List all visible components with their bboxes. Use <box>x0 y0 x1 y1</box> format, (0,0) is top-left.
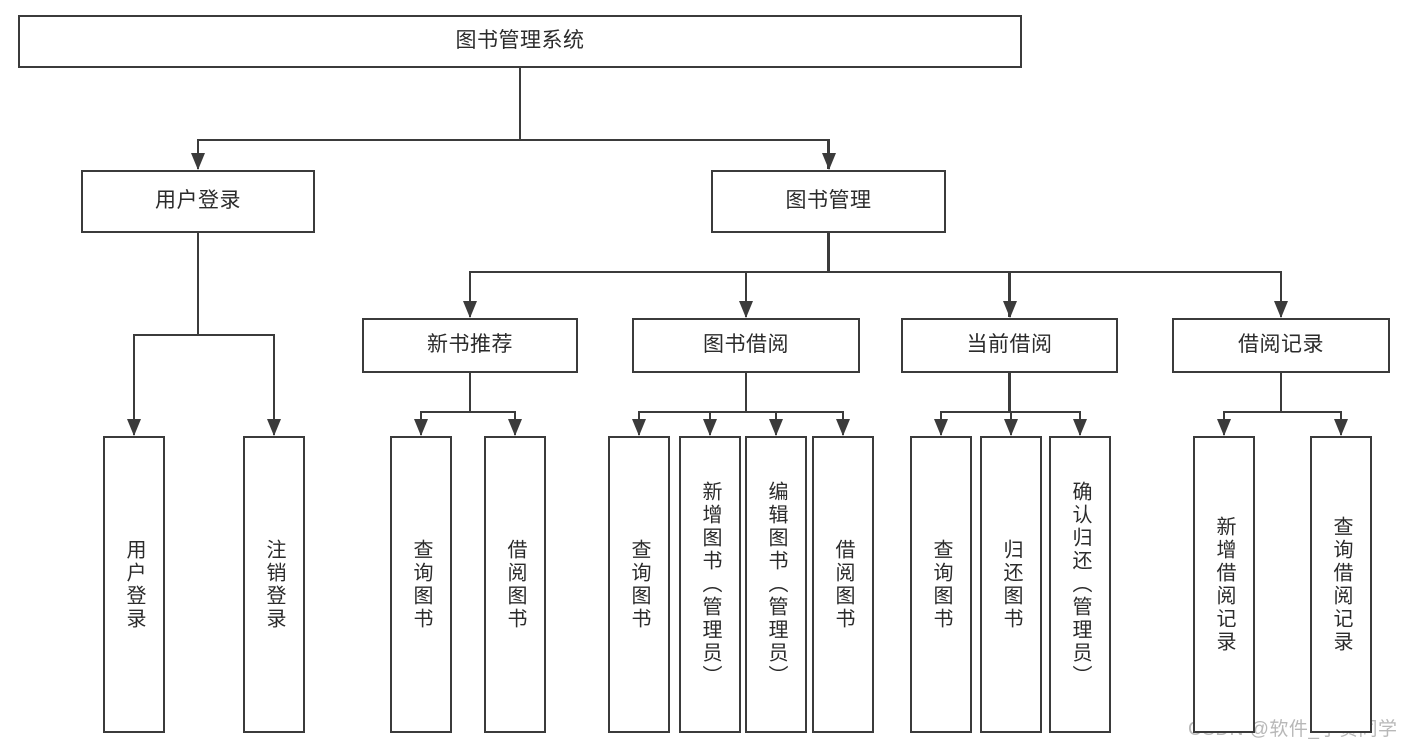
arrow-head-icon <box>508 419 522 436</box>
connector-line-vertical <box>518 68 522 140</box>
leaf-node-1[interactable]: 注销登录 <box>243 436 305 733</box>
level3-node-1[interactable]: 图书借阅 <box>632 318 860 373</box>
leaf-node-1-label: 注销登录 <box>263 538 285 631</box>
leaf-node-2-label: 查询图书 <box>410 538 432 631</box>
leaf-node-9[interactable]: 归还图书 <box>980 436 1042 733</box>
leaf-node-7[interactable]: 借阅图书 <box>812 436 874 733</box>
connector-line-vertical <box>1008 373 1011 412</box>
leaf-node-3[interactable]: 借阅图书 <box>484 436 546 733</box>
leaf-node-0-label: 用户登录 <box>123 538 145 631</box>
arrow-head-icon <box>1002 301 1017 318</box>
leaf-node-7-label: 借阅图书 <box>832 538 854 631</box>
level3-node-3-label: 借阅记录 <box>1238 333 1324 357</box>
root-node-book-management-system[interactable]: 图书管理系统 <box>18 15 1022 68</box>
connector-line-horizontal <box>196 138 830 142</box>
leaf-node-8-label: 查询图书 <box>930 538 952 631</box>
leaf-node-5[interactable]: 新增图书（管理员） <box>679 436 741 733</box>
arrow-head-icon <box>414 419 428 436</box>
level2-node-0-label: 用户登录 <box>155 189 241 213</box>
arrow-head-icon <box>934 419 948 436</box>
level3-node-0[interactable]: 新书推荐 <box>362 318 578 373</box>
connector-line-vertical <box>132 335 136 435</box>
level3-node-0-label: 新书推荐 <box>427 333 513 357</box>
root-node-book-management-system-label: 图书管理系统 <box>455 29 585 53</box>
leaf-node-4-label: 查询图书 <box>628 538 650 631</box>
level3-node-2[interactable]: 当前借阅 <box>901 318 1118 373</box>
leaf-node-5-label: 新增图书（管理员） <box>699 481 721 688</box>
connector-line-horizontal <box>132 333 276 337</box>
level2-node-1[interactable]: 图书管理 <box>711 170 946 233</box>
arrow-head-icon <box>267 419 281 436</box>
arrow-head-icon <box>1274 301 1288 318</box>
leaf-node-12[interactable]: 查询借阅记录 <box>1310 436 1372 733</box>
level3-node-2-label: 当前借阅 <box>966 333 1053 357</box>
leaf-node-10-label: 确认归还（管理员） <box>1069 481 1091 688</box>
leaf-node-0[interactable]: 用户登录 <box>103 436 165 733</box>
connector-line-vertical <box>1279 272 1283 317</box>
leaf-node-10[interactable]: 确认归还（管理员） <box>1049 436 1111 733</box>
arrow-head-icon <box>191 153 205 170</box>
connector-line-horizontal <box>468 270 1283 274</box>
connector-line-horizontal <box>419 410 517 414</box>
connector-line-horizontal <box>1222 410 1343 414</box>
connector-line-vertical <box>827 233 830 272</box>
leaf-node-6-label: 编辑图书（管理员） <box>765 481 787 688</box>
arrow-head-icon <box>769 419 783 436</box>
connector-line-vertical <box>744 272 748 317</box>
leaf-node-3-label: 借阅图书 <box>504 538 526 631</box>
connector-line-vertical <box>196 233 200 335</box>
connector-line-vertical <box>1279 373 1283 412</box>
leaf-node-11-label: 新增借阅记录 <box>1213 515 1235 654</box>
leaf-node-12-label: 查询借阅记录 <box>1330 515 1352 654</box>
level2-node-1-label: 图书管理 <box>785 189 872 213</box>
level3-node-1-label: 图书借阅 <box>703 333 789 357</box>
arrow-head-icon <box>836 419 850 436</box>
arrow-head-icon <box>1073 419 1087 436</box>
arrow-head-icon <box>1004 419 1018 436</box>
level3-node-3[interactable]: 借阅记录 <box>1172 318 1390 373</box>
connector-line-vertical <box>1008 272 1011 317</box>
connector-line-vertical <box>272 335 276 435</box>
leaf-node-9-label: 归还图书 <box>1000 538 1022 631</box>
connector-line-vertical <box>468 373 472 412</box>
connector-line-vertical <box>468 272 472 317</box>
leaf-node-4[interactable]: 查询图书 <box>608 436 670 733</box>
connector-line-vertical <box>744 373 748 412</box>
arrow-head-icon <box>739 301 753 318</box>
arrow-head-icon <box>463 301 477 318</box>
arrow-head-icon <box>632 419 646 436</box>
connector-line-horizontal <box>637 410 845 414</box>
level2-node-0[interactable]: 用户登录 <box>81 170 315 233</box>
arrow-head-icon <box>821 153 836 170</box>
leaf-node-6[interactable]: 编辑图书（管理员） <box>745 436 807 733</box>
leaf-node-11[interactable]: 新增借阅记录 <box>1193 436 1255 733</box>
leaf-node-2[interactable]: 查询图书 <box>390 436 452 733</box>
arrow-head-icon <box>127 419 141 436</box>
leaf-node-8[interactable]: 查询图书 <box>910 436 972 733</box>
arrow-head-icon <box>1334 419 1348 436</box>
arrow-head-icon <box>1217 419 1231 436</box>
arrow-head-icon <box>703 419 717 436</box>
